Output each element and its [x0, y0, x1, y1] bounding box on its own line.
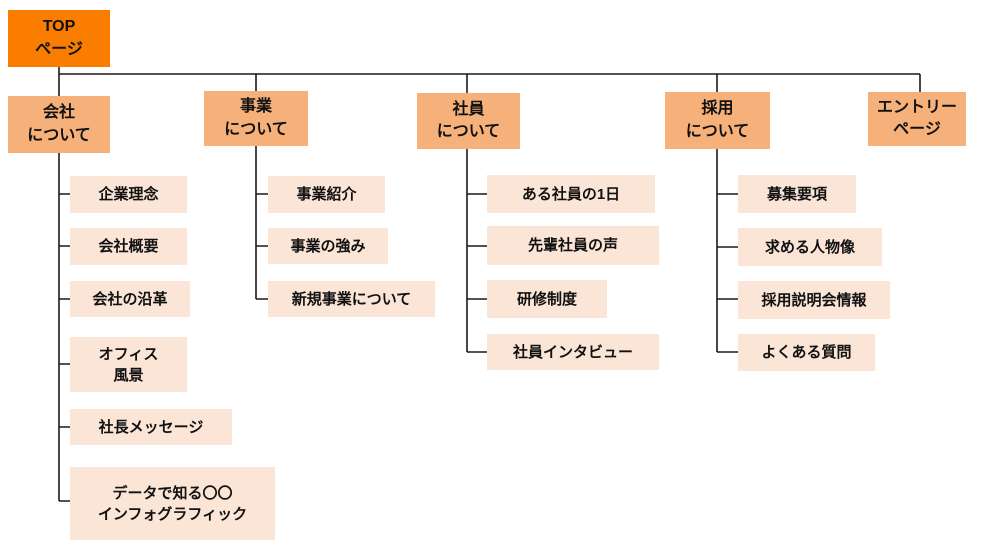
node-info-session: 採用説明会情報 — [738, 281, 890, 319]
node-training-system: 研修制度 — [487, 280, 607, 318]
connector-path — [58, 67, 921, 502]
node-corporate-philosophy: 企業理念 — [70, 176, 187, 213]
node-employee-interview: 社員インタビュー — [487, 334, 659, 370]
node-new-business: 新規事業について — [268, 281, 435, 317]
node-recruitment-guidelines: 募集要項 — [738, 175, 856, 213]
node-about-employees: 社員 について — [417, 93, 520, 149]
node-top-page: TOP ページ — [8, 10, 110, 67]
node-desired-profile: 求める人物像 — [738, 228, 882, 266]
node-about-company: 会社 について — [8, 96, 110, 153]
node-entry-page: エントリー ページ — [868, 92, 966, 146]
node-about-recruit: 採用 について — [665, 92, 770, 149]
node-company-history: 会社の沿革 — [70, 281, 190, 317]
node-president-message: 社長メッセージ — [70, 409, 232, 445]
node-faq: よくある質問 — [738, 334, 875, 371]
node-about-business: 事業 について — [204, 91, 308, 146]
node-office-scenery: オフィス 風景 — [70, 337, 187, 392]
node-company-overview: 会社概要 — [70, 228, 187, 265]
node-data-infographic: データで知る〇〇 インフォグラフィック — [70, 467, 275, 540]
node-business-intro: 事業紹介 — [268, 176, 385, 213]
node-business-strengths: 事業の強み — [268, 228, 388, 264]
node-senior-voices: 先輩社員の声 — [487, 226, 659, 265]
node-employee-day: ある社員の1日 — [487, 175, 655, 213]
